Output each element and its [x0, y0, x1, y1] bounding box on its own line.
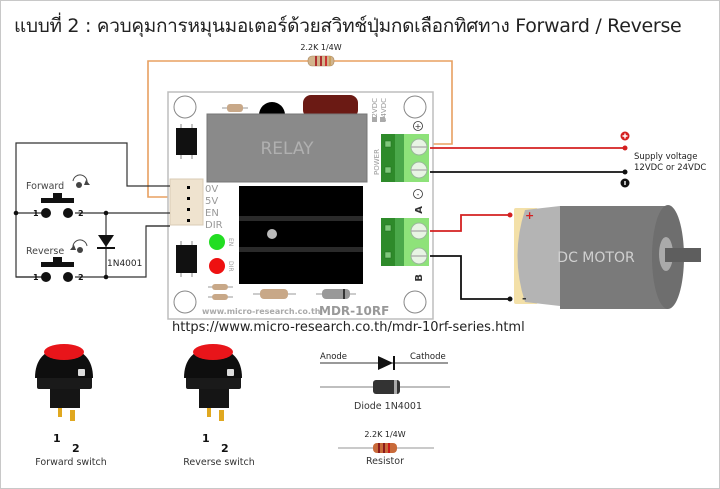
- anode-label: Anode: [320, 352, 347, 362]
- forward-switch-pin1: 1: [53, 432, 61, 445]
- power-label: POWER: [373, 149, 381, 175]
- relay-label: RELAY: [260, 139, 314, 159]
- pin-label-en: EN: [205, 208, 219, 219]
- mount-hole: [403, 95, 427, 119]
- dc-motor: [507, 205, 701, 309]
- forward-switch-pin2: 2: [72, 442, 80, 455]
- minus-marker-text: -: [417, 190, 420, 199]
- reverse-switch-caption: Reverse switch: [183, 457, 255, 468]
- resistor-photo: [338, 443, 434, 453]
- diode-legend-symbol: [320, 356, 448, 370]
- pin-label-dir: DIR: [205, 220, 223, 231]
- orange-wire: [147, 60, 453, 198]
- pin-label-5v: 5V: [205, 196, 218, 207]
- forward-pin2: 2: [78, 209, 84, 218]
- cathode-label: Cathode: [410, 352, 446, 362]
- forward-label: Forward: [26, 181, 64, 192]
- top-resistor: [307, 55, 335, 67]
- board-resistor: [222, 104, 248, 112]
- led-dir-label: DIR: [227, 261, 234, 272]
- forward-pushbutton: [41, 193, 74, 218]
- jumper-pad: [380, 117, 385, 122]
- reverse-pushbutton: [41, 257, 74, 282]
- input-connector: [169, 178, 204, 226]
- resistor-caption: Resistor: [366, 456, 404, 467]
- mount-hole: [173, 290, 197, 314]
- reverse-switch-pin1: 1: [202, 432, 210, 445]
- diode-symbol: [97, 235, 115, 249]
- pin-label-0v: 0V: [205, 184, 218, 195]
- forward-switch-photo: [35, 344, 93, 421]
- board-website: www.micro-research.co.th: [202, 307, 321, 316]
- board-model: MDR-10RF: [319, 304, 389, 318]
- product-url[interactable]: https://www.micro-research.co.th/mdr-10r…: [172, 320, 525, 335]
- diode-caption: Diode 1N4001: [354, 401, 422, 412]
- heatsink: [239, 186, 363, 284]
- minus-marker-icon: [413, 189, 423, 199]
- motor-wires: [430, 214, 510, 300]
- page-title: แบบที่ 2 : ควบคุมการหมุนมอเตอร์ด้วยสวิทช…: [14, 15, 682, 37]
- rotate-cw-icon: [72, 174, 90, 188]
- forward-pin1: 1: [33, 209, 39, 218]
- diode-label: 1N4001: [107, 259, 142, 269]
- power-terminal: [381, 134, 429, 182]
- optocoupler-bottom: [176, 241, 197, 277]
- motor-label: DC MOTOR: [557, 250, 635, 266]
- reverse-switch-photo: [184, 344, 242, 421]
- motor-plus-label: +: [525, 209, 534, 222]
- rotate-ccw-icon: [70, 239, 88, 253]
- jumper-24vdc: 24VDC: [380, 98, 388, 122]
- jumper-12vdc: 12VDC: [371, 98, 379, 122]
- supply-wires: [430, 131, 630, 188]
- reverse-pin2: 2: [78, 273, 84, 282]
- optocoupler-top: [176, 124, 197, 159]
- supply-voltage-line2: 12VDC or 24VDC: [634, 163, 706, 173]
- jumper-pad: [372, 117, 377, 122]
- plus-marker-text: +: [415, 122, 422, 131]
- transistor: [259, 102, 285, 115]
- led-en-label: EN: [227, 238, 234, 246]
- supply-voltage-line1: Supply voltage: [634, 152, 697, 162]
- mount-hole: [403, 290, 427, 314]
- mount-hole: [173, 95, 197, 119]
- reverse-switch-pin2: 2: [221, 442, 229, 455]
- led-dir: [209, 258, 225, 274]
- led-en: [209, 234, 225, 250]
- forward-switch-caption: Forward switch: [35, 457, 107, 468]
- top-resistor-label: 2.2K 1/4W: [300, 43, 341, 52]
- reverse-label: Reverse: [26, 246, 64, 257]
- relay: [206, 113, 368, 183]
- mdr-10rf-board: RELAY 12VDC 24VDC 0V 5V EN DIR: [167, 91, 434, 320]
- reverse-pin1: 1: [33, 273, 39, 282]
- output-a-label: A: [414, 206, 425, 214]
- motor-minus-label: -: [522, 292, 527, 305]
- resistor-value: 2.2K 1/4W: [364, 430, 405, 439]
- capacitor: [303, 95, 358, 118]
- switch-circuit: [13, 142, 170, 280]
- motor-terminal: [381, 218, 429, 266]
- board-resistors-bottom: [208, 284, 356, 300]
- output-b-label: B: [414, 274, 425, 282]
- diode-photo: [320, 380, 450, 394]
- plus-marker-icon: [413, 121, 423, 131]
